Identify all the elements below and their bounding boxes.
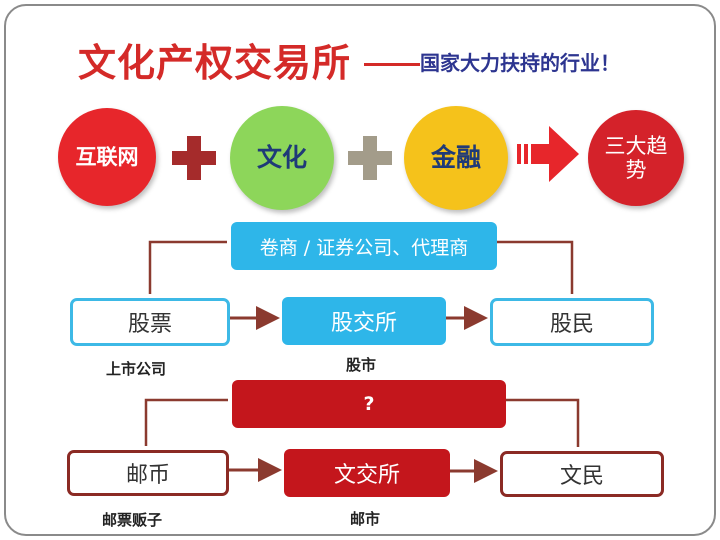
page-title: 文化产权交易所	[78, 41, 352, 85]
trends-circle: 三大趋势	[588, 110, 684, 206]
culture-exchange-box: 文交所	[284, 449, 450, 497]
culture-source-box: 邮币	[67, 450, 229, 496]
trends-label: 三大趋势	[604, 133, 668, 182]
finance-label: 金融	[430, 142, 481, 172]
internet-circle: 互联网	[58, 108, 156, 206]
stock-exchange-box: 股交所	[282, 297, 446, 345]
stock-investor-box: 股民	[490, 298, 654, 346]
stamp-dealer-caption: 邮票贩子	[102, 511, 163, 529]
listed-company-caption: 上市公司	[106, 360, 167, 378]
finance-circle: 金融	[404, 106, 508, 210]
culture-investor-box: 文民	[500, 451, 664, 497]
right-arrow-icon	[517, 126, 579, 182]
plus-icon	[348, 136, 392, 180]
culture-label: 文化	[256, 142, 307, 172]
culture-circle: 文化	[230, 106, 334, 210]
stock-broker-box: 卷商 / 证券公司、代理商	[231, 222, 497, 270]
internet-label: 互联网	[75, 144, 139, 169]
culture-broker-box: ?	[232, 380, 506, 428]
slide: 文化产权交易所 国家大力扶持的行业！ 互联网 文化 金融 三大趋势	[4, 4, 716, 536]
title-dash	[364, 63, 420, 66]
page-subtitle: 国家大力扶持的行业！	[420, 51, 620, 75]
plus-icon	[172, 136, 216, 180]
stamp-market-caption: 邮市	[350, 510, 381, 528]
stock-market-caption: 股市	[346, 356, 377, 374]
stock-source-box: 股票	[70, 298, 230, 346]
